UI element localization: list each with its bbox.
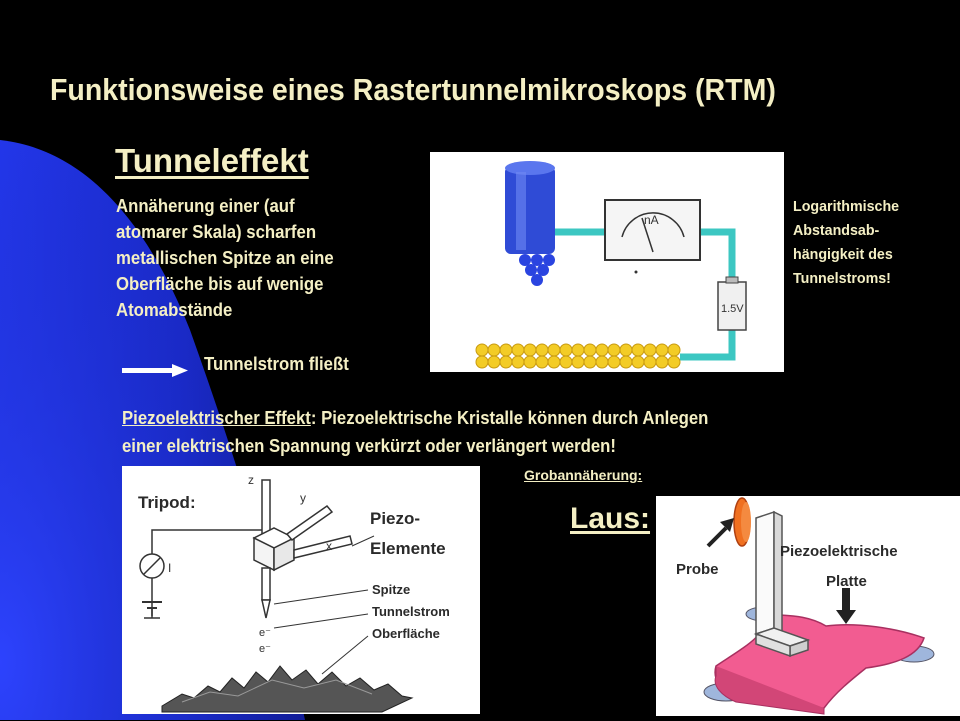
right-arrow-icon (122, 364, 188, 377)
plate-label-1: Piezoelektrische (780, 543, 898, 560)
plate-label-2: Platte (826, 573, 867, 590)
laus-label: Laus: (570, 502, 651, 535)
circuit-drawing: nA 1.5V (475, 161, 747, 369)
piezo-text-2: einer elektrischen Spannung verkürzt ode… (122, 436, 616, 456)
slide-title: Funktionsweise eines Rastertunnelmikrosk… (50, 72, 776, 107)
electron-2: e⁻ (259, 643, 271, 655)
piezo-label-1: Piezo- (370, 509, 420, 528)
piezo-term: Piezoelektrischer Effekt (122, 408, 311, 428)
tunnel-result: Tunnelstrom fließt (204, 354, 349, 374)
axis-z-label: z (248, 473, 254, 487)
axis-x-label: x (326, 539, 332, 553)
electron-1: e⁻ (259, 627, 271, 639)
battery-label: 1.5V (721, 303, 744, 315)
laus-drawing: Probe Piezoelektrische Platte (676, 497, 935, 715)
logarithmic-note: Logarithmische Abstandsab- hängigkeit de… (793, 198, 900, 287)
tripod-drawing: Tripod: z y x e⁻ e⁻ I (138, 473, 450, 713)
coarse-approach-label: Grobannäherung: (524, 467, 643, 483)
tip-label: Spitze (372, 582, 410, 597)
piezo-text-1: : Piezoelektrische Kristalle können durc… (310, 408, 709, 428)
tunnel-heading: Tunneleffekt (115, 142, 309, 179)
tripod-label: Tripod: (138, 493, 196, 512)
meter-label: nA (644, 213, 659, 227)
laus-illustration: Probe Piezoelektrische Platte (656, 496, 960, 716)
probe-label: Probe (676, 561, 719, 578)
tunnel-circuit-illustration: nA 1.5V (430, 152, 784, 372)
surface-label: Oberfläche (372, 626, 440, 641)
current-symbol: I (168, 561, 171, 575)
tripod-illustration: Tripod: z y x e⁻ e⁻ I (122, 466, 480, 714)
piezo-effect-text: Piezoelektrischer Effekt: Piezoelektrisc… (122, 404, 708, 460)
tunnel-description: Annäherung einer (auf atomarer Skala) sc… (116, 196, 334, 320)
axis-y-label: y (300, 491, 306, 505)
tunnel-current-label: Tunnelstrom (372, 604, 450, 619)
piezo-label-2: Elemente (370, 539, 446, 558)
